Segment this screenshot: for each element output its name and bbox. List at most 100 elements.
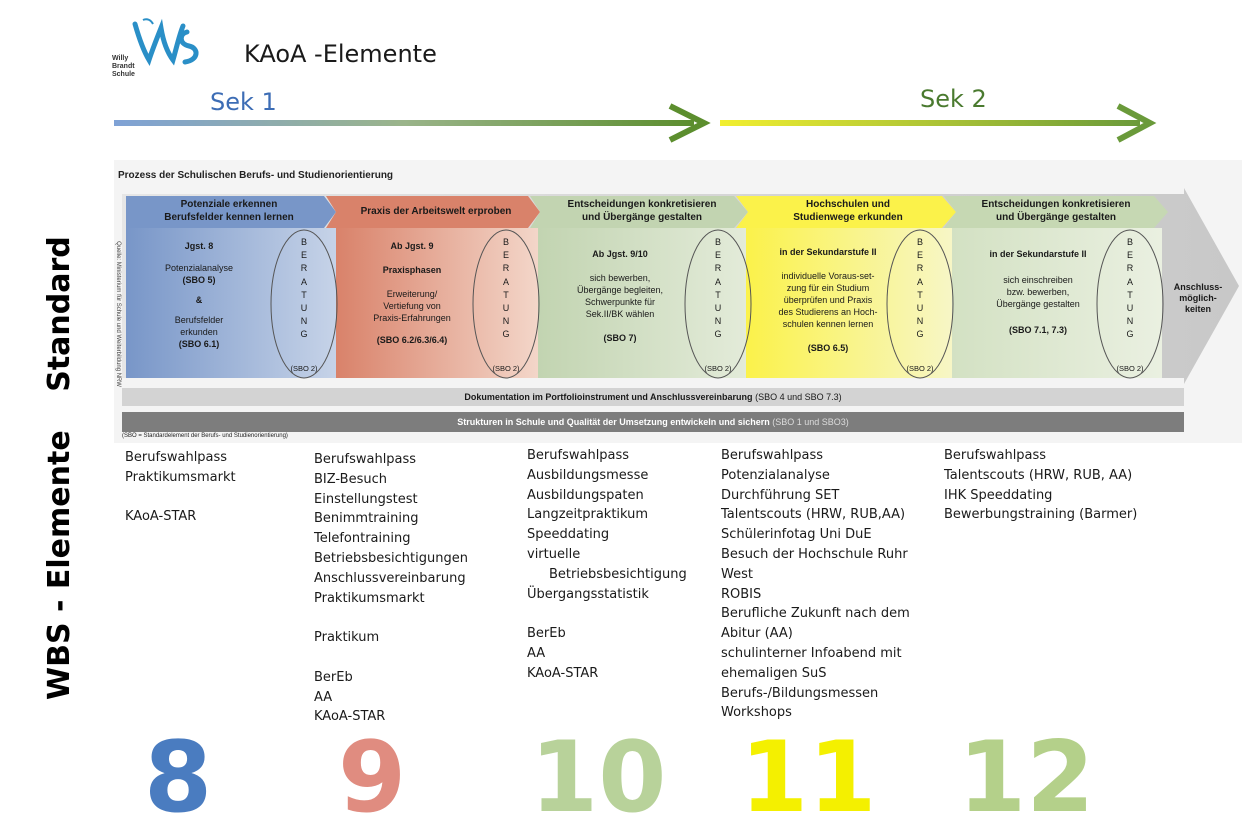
list-item: Speeddating: [527, 527, 610, 543]
process-graphic: [122, 188, 1239, 384]
list-item: Berufswahlpass: [125, 450, 228, 465]
school-logo: [132, 18, 199, 66]
grade-11: 11: [740, 721, 877, 835]
phase-1-head: [126, 196, 336, 228]
list-item: Praktikum: [314, 630, 380, 646]
list-item: Berufliche Zukunft nach dem: [721, 606, 910, 622]
beratung-5-sbo: (SBO 2): [1116, 364, 1144, 373]
list-item: Berufswahlpass: [314, 452, 417, 467]
list-item: Betriebsbesichtigung: [549, 566, 687, 582]
phase-4-body: [746, 228, 952, 378]
phase-4-head: [736, 196, 956, 228]
beratung-ellipse-4: [886, 229, 954, 379]
list-item: Telefontraining: [314, 531, 411, 547]
phase-5-body: [952, 228, 1162, 378]
list-item: Benimmtraining: [314, 511, 419, 527]
wbs-column-11: Berufswahlpass Potenzialanalyse Durchfüh…: [721, 446, 910, 723]
wbs-elements-label: WBS - Elemente: [42, 430, 77, 700]
list-item: schulinterner Infoabend mit: [721, 645, 902, 661]
phase-1-text: Jgst. 8 Potenzialanalyse (SBO 5) & Beruf…: [164, 241, 234, 349]
anschluss-label: Anschluss-möglich-keiten: [1173, 282, 1223, 314]
list-item: Betriebsbesichtigungen: [314, 550, 468, 566]
list-item: BerEb: [314, 669, 353, 685]
list-item: KAoA-STAR: [125, 509, 197, 525]
beratung-ellipse-1: [270, 229, 338, 379]
sek1-arrow-head: [668, 103, 711, 143]
list-item: IHK Speeddating: [944, 487, 1053, 503]
list-item: Talentscouts (HRW, RUB,AA): [721, 507, 906, 523]
grade-8: 8: [144, 721, 213, 835]
grade-9: 9: [338, 721, 407, 835]
beratung-4-sbo: (SBO 2): [906, 364, 934, 373]
beratung-ellipse-2: [472, 229, 540, 379]
list-item: AA: [314, 689, 333, 705]
list-item: KAoA-STAR: [527, 665, 599, 681]
list-item: Ausbildungspaten: [527, 487, 644, 503]
list-item: Praktikumsmarkt: [125, 469, 236, 485]
list-item: Praktikumsmarkt: [314, 590, 425, 606]
list-item: virtuelle: [527, 546, 581, 562]
list-item: Workshops: [721, 705, 792, 721]
grade-10: 10: [530, 721, 667, 835]
sek1-arrow-shaft: [114, 120, 694, 126]
list-item: Durchführung SET: [721, 487, 840, 503]
beratung-ellipse-3: [684, 229, 752, 379]
page-title: KAoA -Elemente: [244, 40, 437, 68]
list-item: Bewerbungstraining (Barmer): [944, 507, 1138, 523]
phase-2-body: [336, 228, 538, 378]
list-item: BerEb: [527, 626, 566, 642]
logo-text: Willy Brandt Schule: [112, 55, 135, 78]
sek1-label: Sek 1: [210, 88, 277, 116]
list-item: Berufswahlpass: [944, 448, 1047, 463]
source-note: Quelle: Ministerium für Schule und Weite…: [115, 241, 121, 387]
list-item: Anschlussvereinbarung: [314, 570, 466, 586]
phase-1-body: [126, 228, 336, 378]
phase-3-head: [530, 196, 748, 228]
beratung-ellipse-5: [1096, 229, 1164, 379]
list-item: BIZ-Besuch: [314, 471, 387, 487]
sek2-arrow-shaft: [720, 120, 1140, 126]
list-item: Abitur (AA): [721, 626, 793, 642]
beratung-2-sbo: (SBO 2): [492, 364, 520, 373]
sek2-label: Sek 2: [920, 85, 987, 113]
list-item: Potenzialanalyse: [721, 467, 830, 483]
list-item: Berufs-/Bildungsmessen: [721, 685, 879, 701]
list-item: West: [721, 566, 753, 582]
grade-12: 12: [958, 721, 1095, 835]
wbs-column-10: Berufswahlpass Ausbildungsmesse Ausbildu…: [527, 446, 687, 684]
list-item: Berufswahlpass: [721, 448, 824, 463]
structures-bar: Strukturen in Schule und Qualität der Um…: [122, 412, 1184, 432]
phase-5-head: [944, 196, 1168, 228]
phase-2-text: Ab Jgst. 9 Praxisphasen Erweiterung/ Ver…: [373, 241, 451, 345]
wbs-column-8: Berufswahlpass Praktikumsmarkt KAoA-STAR: [125, 448, 236, 527]
list-item: Schülerinfotag Uni DuE: [721, 527, 872, 543]
beratung-1-sbo: (SBO 2): [290, 364, 318, 373]
sek-arrows: [114, 103, 1157, 143]
list-item: ROBIS: [721, 586, 762, 602]
documentation-bar: Dokumentation im Portfolioinstrument und…: [122, 388, 1184, 406]
wbs-column-12: Berufswahlpass Talentscouts (HRW, RUB, A…: [944, 446, 1137, 525]
list-item: Berufswahlpass: [527, 448, 630, 463]
list-item: ehemaligen SuS: [721, 665, 827, 681]
phase-4-text: in der Sekundarstufe II individuelle Vor…: [778, 247, 878, 353]
phase-5-text: in der Sekundarstufe II sich einschreibe…: [989, 249, 1087, 335]
list-item: Einstellungstest: [314, 491, 418, 507]
list-item: Übergangsstatistik: [527, 586, 649, 602]
sek2-arrow-head: [1116, 103, 1157, 143]
sbo-footnote: (SBO = Standardelement der Berufs- und S…: [122, 433, 288, 439]
list-item: Talentscouts (HRW, RUB, AA): [944, 467, 1133, 483]
list-item: Langzeitpraktikum: [527, 507, 649, 523]
phase-3-text: Ab Jgst. 9/10 sich bewerben, Übergänge b…: [576, 249, 664, 343]
standard-label: Standard: [42, 236, 77, 392]
process-title: Prozess der Schulischen Berufs- und Stud…: [118, 170, 394, 181]
beratung-3-sbo: (SBO 2): [704, 364, 732, 373]
list-item: KAoA-STAR: [314, 709, 386, 725]
list-item: AA: [527, 645, 546, 661]
